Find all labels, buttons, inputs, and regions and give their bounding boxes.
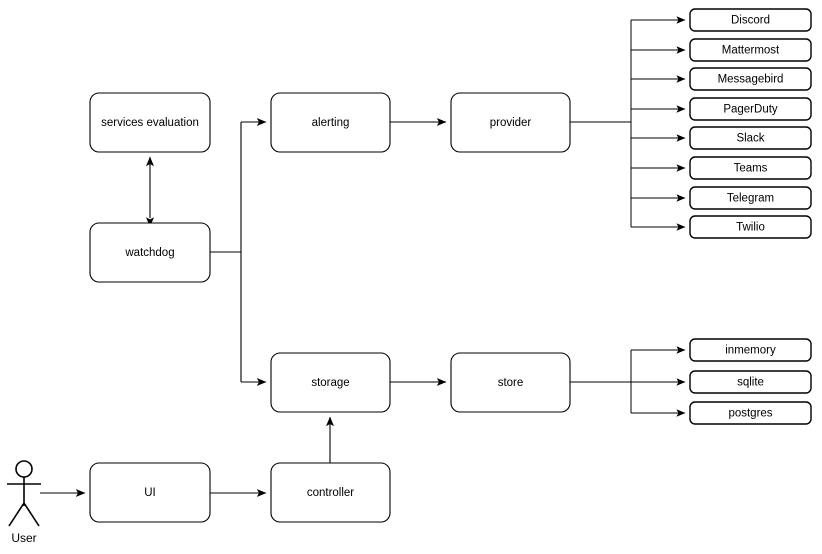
leaf-twilio[interactable]: Twilio: [689, 215, 812, 239]
leaf-discord[interactable]: Discord: [689, 8, 812, 32]
node-box[interactable]: [270, 352, 391, 413]
leaf-teams[interactable]: Teams: [689, 156, 812, 180]
leaf-box[interactable]: [689, 156, 812, 180]
leaf-label: PagerDuty: [723, 104, 778, 116]
leaf-slack[interactable]: Slack: [689, 126, 812, 150]
node-provider[interactable]: provider: [450, 92, 571, 153]
leaf-messagebird[interactable]: Messagebird: [689, 67, 812, 91]
leaf-label: Slack: [736, 133, 764, 145]
node-label: storage: [311, 377, 349, 389]
leaf-box[interactable]: [689, 186, 812, 210]
node-alerting[interactable]: alerting: [270, 92, 391, 153]
leaf-label: Discord: [731, 15, 770, 27]
leaf-label: Twilio: [736, 222, 765, 234]
node-label: watchdog: [124, 247, 174, 259]
edge-provider-fanout: [570, 16, 686, 231]
leaf-label: Telegram: [727, 193, 774, 205]
leaf-label: postgres: [728, 408, 772, 420]
actor-label: User: [11, 531, 36, 545]
leaf-telegram[interactable]: Telegram: [689, 186, 812, 210]
leaf-box[interactable]: [689, 97, 812, 121]
node-box[interactable]: [270, 92, 391, 153]
node-services-evaluation[interactable]: services evaluation: [89, 92, 211, 153]
stick-figure-icon: [7, 460, 41, 527]
node-storage[interactable]: storage: [270, 352, 391, 413]
actor-leg-right: [23, 502, 40, 527]
actor-head: [15, 460, 33, 478]
leaf-postgres[interactable]: postgres: [689, 401, 812, 425]
node-label: provider: [490, 117, 532, 129]
node-ui[interactable]: UI: [89, 462, 211, 523]
node-store[interactable]: store: [450, 352, 571, 413]
leaf-mattermost[interactable]: Mattermost: [689, 38, 812, 62]
leaf-box[interactable]: [689, 401, 812, 425]
leaf-label: Teams: [734, 163, 768, 175]
node-box[interactable]: [89, 92, 211, 153]
leaf-pagerduty[interactable]: PagerDuty: [689, 97, 812, 121]
leaf-inmemory[interactable]: inmemory: [689, 338, 812, 362]
node-watchdog[interactable]: watchdog: [89, 222, 211, 283]
node-box[interactable]: [270, 462, 391, 523]
leaf-box[interactable]: [689, 370, 812, 394]
leaf-box[interactable]: [689, 8, 812, 32]
leaf-box[interactable]: [689, 67, 812, 91]
leaf-box[interactable]: [689, 126, 812, 150]
user-actor[interactable]: User: [7, 460, 41, 545]
node-label: alerting: [312, 117, 350, 129]
node-box[interactable]: [450, 352, 571, 413]
leaf-box[interactable]: [689, 38, 812, 62]
node-label: services evaluation: [101, 117, 199, 129]
actor-leg-left: [8, 502, 25, 527]
leaf-label: inmemory: [725, 345, 776, 357]
leaf-label: sqlite: [737, 377, 764, 389]
edge-store-fanout: [570, 346, 686, 417]
leaf-box[interactable]: [689, 338, 812, 362]
node-box[interactable]: [89, 462, 211, 523]
leaf-label: Mattermost: [722, 45, 780, 57]
node-controller[interactable]: controller: [270, 462, 391, 523]
edge-watchdog-branch: [210, 118, 267, 386]
node-label: controller: [307, 487, 354, 499]
leaf-sqlite[interactable]: sqlite: [689, 370, 812, 394]
leaf-label: Messagebird: [718, 74, 784, 86]
node-label: UI: [144, 487, 156, 499]
node-label: store: [498, 377, 524, 389]
leaf-box[interactable]: [689, 215, 812, 239]
node-box[interactable]: [89, 222, 211, 283]
node-box[interactable]: [450, 92, 571, 153]
